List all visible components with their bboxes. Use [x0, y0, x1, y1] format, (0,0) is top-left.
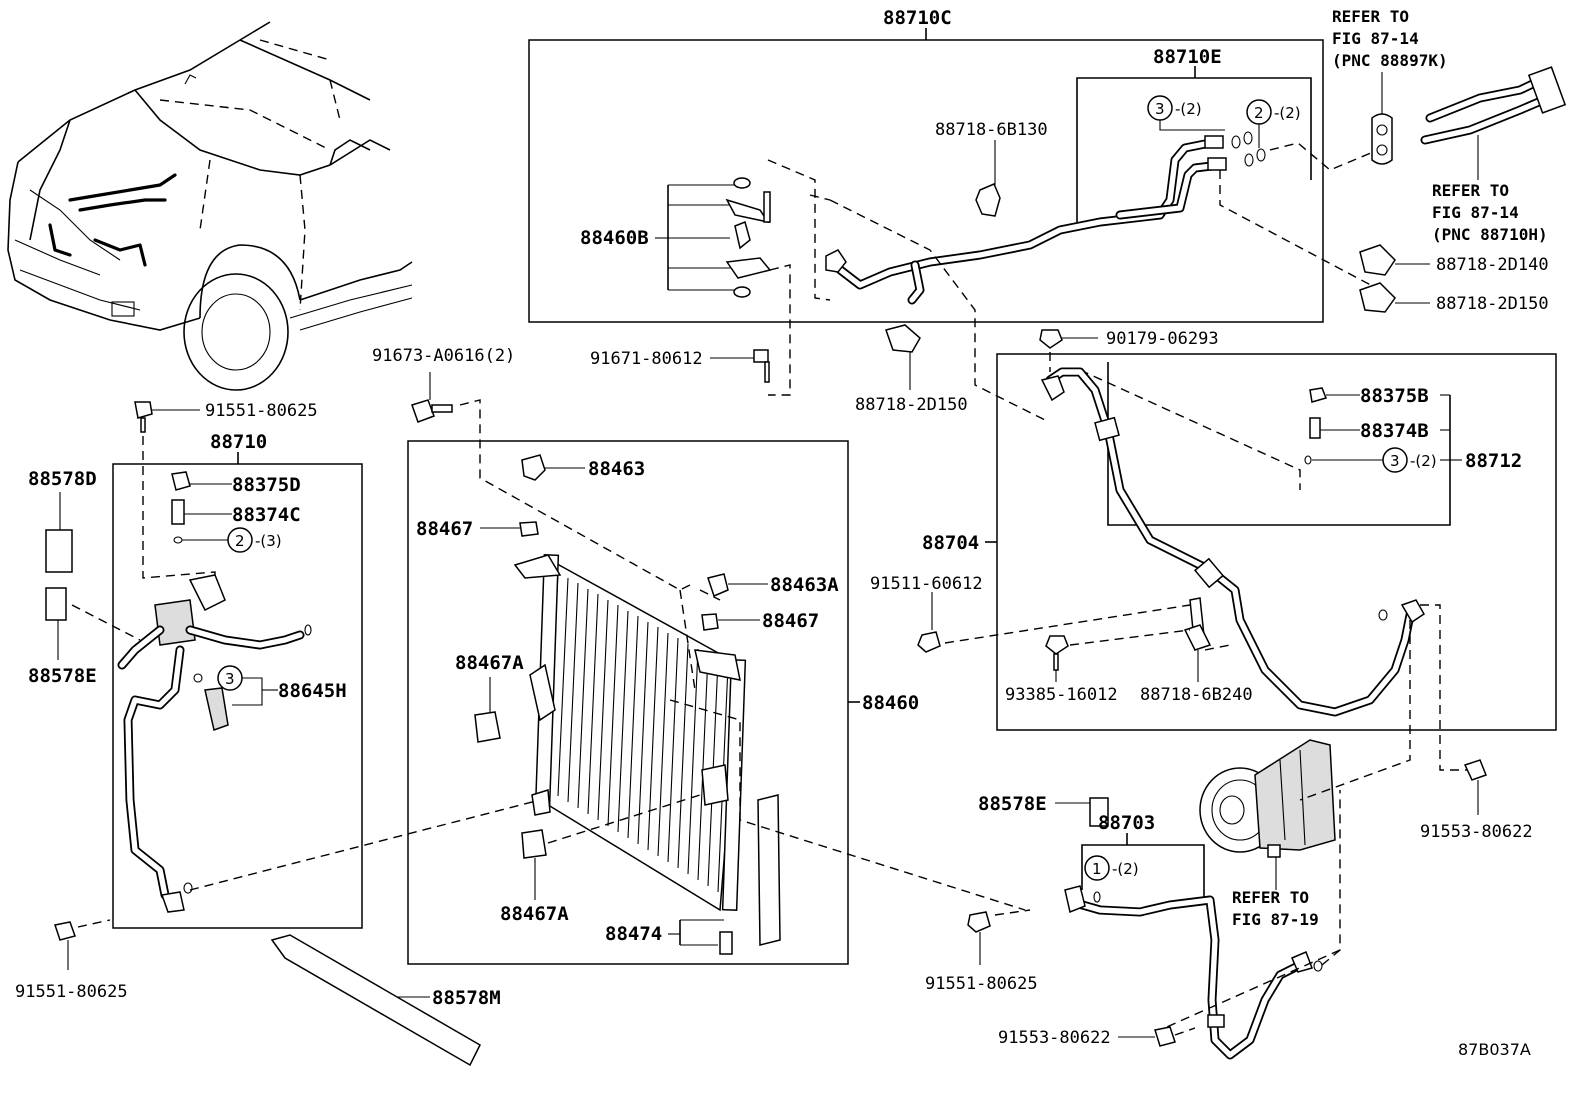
svg-text:FIG 87-14: FIG 87-14: [1332, 29, 1419, 48]
bolt-91551-80625-b: [54, 921, 76, 941]
label-91551-80625-b[interactable]: 91551-80625: [15, 982, 128, 1002]
svg-text:REFER TO: REFER TO: [1232, 888, 1309, 907]
hose-88703: [1064, 885, 1323, 1060]
label-88712[interactable]: 88712: [1465, 450, 1522, 472]
callout-1-88703[interactable]: 1 -(2): [1084, 855, 1139, 881]
label-88467-a[interactable]: 88467: [416, 518, 473, 540]
compressor: [1199, 739, 1336, 890]
part-88578E-b: [1089, 797, 1109, 827]
callout-3-88645H[interactable]: 3: [217, 665, 243, 691]
svg-text:(PNC 88710H): (PNC 88710H): [1432, 225, 1548, 244]
part-88578D: [45, 529, 73, 573]
label-88578E-b[interactable]: 88578E: [978, 793, 1047, 815]
group-88704: 88704 90179-06293 88712 88375B 88374B 3 …: [922, 329, 1557, 771]
refer-fig-87-19[interactable]: REFER TO FIG 87-19: [1232, 888, 1319, 929]
svg-text:1: 1: [1092, 860, 1102, 878]
label-88463[interactable]: 88463: [588, 458, 645, 480]
group-88710C: 88710C 88710E 3 -(2) 2: [528, 7, 1381, 421]
label-90179-06293[interactable]: 90179-06293: [1106, 329, 1219, 349]
label-88467A-a[interactable]: 88467A: [455, 652, 524, 674]
svg-text:FIG 87-14: FIG 87-14: [1432, 203, 1519, 222]
svg-text:-(2): -(2): [1112, 860, 1139, 878]
label-88375B[interactable]: 88375B: [1360, 385, 1429, 407]
label-88578E-a[interactable]: 88578E: [28, 665, 97, 687]
label-88645H[interactable]: 88645H: [278, 680, 347, 702]
label-91551-80625-c[interactable]: 91551-80625: [925, 974, 1038, 994]
label-88703[interactable]: 88703: [1098, 812, 1155, 834]
svg-text:-(2): -(2): [1410, 452, 1437, 470]
svg-text:-(3): -(3): [255, 532, 282, 550]
pipe-88710H: [1420, 66, 1567, 145]
group-box-88704: [996, 353, 1557, 731]
label-91511-60612[interactable]: 91511-60612: [870, 574, 983, 594]
label-88374B[interactable]: 88374B: [1360, 420, 1429, 442]
label-88578M[interactable]: 88578M: [432, 987, 501, 1009]
bolt-91553-80622-a: [1463, 759, 1487, 781]
callout-2-88710[interactable]: 2 -(3): [227, 527, 282, 553]
svg-text:3: 3: [1390, 452, 1400, 470]
label-91671-80612[interactable]: 91671-80612: [590, 349, 703, 369]
label-88460[interactable]: 88460: [862, 692, 919, 714]
label-91551-80625-a[interactable]: 91551-80625: [205, 401, 318, 421]
bolt-91551-80625-a: [134, 401, 153, 419]
condenser-core: [539, 558, 741, 912]
group-88710: 88710 88375D 88374C 2 -(3) 3: [112, 431, 363, 929]
label-88718-2D140[interactable]: 88718-2D140: [1436, 255, 1549, 275]
svg-text:REFER TO: REFER TO: [1432, 181, 1509, 200]
label-88710E[interactable]: 88710E: [1153, 46, 1222, 68]
label-88463A[interactable]: 88463A: [770, 574, 839, 596]
vehicle-illustration: [7, 21, 413, 391]
svg-text:-(2): -(2): [1175, 100, 1202, 118]
svg-text:2: 2: [235, 532, 245, 550]
label-88718-2D150-a[interactable]: 88718-2D150: [855, 395, 968, 415]
svg-text:REFER TO: REFER TO: [1332, 7, 1409, 26]
figure-code: 87B037A: [1458, 1040, 1531, 1059]
svg-text:3: 3: [225, 670, 235, 688]
bolt-91553-80622-b: [1154, 1026, 1176, 1047]
label-88718-6B240[interactable]: 88718-6B240: [1140, 685, 1253, 705]
label-88374C[interactable]: 88374C: [232, 504, 301, 526]
svg-text:2: 2: [1254, 104, 1264, 122]
label-88718-2D150-b[interactable]: 88718-2D150: [1436, 294, 1549, 314]
callout-2-88710E[interactable]: 2 -(2): [1246, 99, 1301, 125]
bolt-91511-60612: [917, 631, 941, 653]
label-88578D[interactable]: 88578D: [28, 468, 97, 490]
clamp-88718-2D150-b: [1359, 282, 1396, 313]
clamp-88718-2D150-a: [885, 324, 921, 353]
seal-plate-88897K: [1371, 113, 1393, 165]
side-seal: [757, 794, 781, 946]
part-88578E-a: [45, 587, 67, 621]
label-88710C[interactable]: 88710C: [883, 7, 952, 29]
label-88704[interactable]: 88704: [922, 532, 979, 554]
label-88467A-b[interactable]: 88467A: [500, 903, 569, 925]
clamp-88718-2D140: [1359, 244, 1396, 276]
label-93385-16012[interactable]: 93385-16012: [1005, 685, 1118, 705]
clamp-88718-6B130: [975, 183, 1001, 217]
label-91553-80622-a[interactable]: 91553-80622: [1420, 822, 1533, 842]
refer-fig-87-14-88897K[interactable]: REFER TO FIG 87-14 (PNC 88897K): [1332, 7, 1448, 70]
svg-text:(PNC 88897K): (PNC 88897K): [1332, 51, 1448, 70]
label-88375D[interactable]: 88375D: [232, 474, 301, 496]
svg-text:-(2): -(2): [1274, 104, 1301, 122]
label-91553-80622-b[interactable]: 91553-80622: [998, 1028, 1111, 1048]
label-91673-A0616[interactable]: 91673-A0616(2): [372, 346, 515, 366]
bolt-91673-A0616: [411, 399, 435, 423]
svg-text:3: 3: [1155, 100, 1165, 118]
label-88460B[interactable]: 88460B: [580, 227, 649, 249]
svg-text:FIG 87-19: FIG 87-19: [1232, 910, 1319, 929]
callout-3-88710E[interactable]: 3 -(2): [1147, 95, 1202, 121]
label-88474[interactable]: 88474: [605, 923, 662, 945]
callout-3-88712[interactable]: 3 -(2): [1382, 447, 1437, 473]
group-88460: 88460 91673-A0616(2) 88463 88467 88463A: [372, 346, 1026, 965]
bolt-91551-80625-c: [967, 911, 991, 933]
refer-fig-87-14-88710H[interactable]: REFER TO FIG 87-14 (PNC 88710H): [1432, 181, 1548, 244]
group-box-88710C: [528, 39, 1324, 323]
label-88718-6B130[interactable]: 88718-6B130: [935, 120, 1048, 140]
part-88578M: [270, 934, 481, 1067]
label-88467-b[interactable]: 88467: [762, 610, 819, 632]
label-88710[interactable]: 88710: [210, 431, 267, 453]
